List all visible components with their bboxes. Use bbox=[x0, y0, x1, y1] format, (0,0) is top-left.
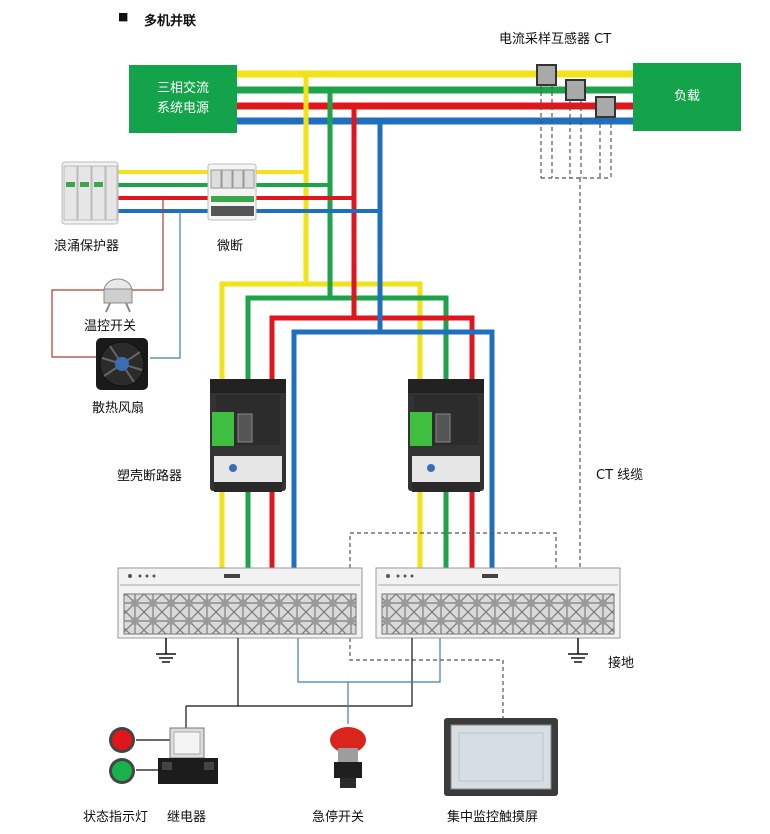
surge-protector-label: 浪涌保护器 bbox=[54, 239, 120, 254]
indicator-label: 状态指示灯 bbox=[83, 810, 149, 825]
thermostat-switch bbox=[103, 278, 133, 313]
ground-symbol-2 bbox=[568, 638, 588, 663]
power-unit-1 bbox=[117, 567, 363, 639]
estop-label: 急停开关 bbox=[312, 810, 365, 825]
mccb-outputs bbox=[219, 492, 475, 568]
comm-links bbox=[349, 532, 557, 718]
mcb-label: 微断 bbox=[217, 239, 244, 254]
ct-sensors bbox=[536, 64, 616, 568]
relay-label: 继电器 bbox=[167, 810, 207, 825]
load-box bbox=[633, 63, 741, 131]
power-source-line2: 系统电源 bbox=[156, 101, 209, 116]
mccb-2 bbox=[408, 379, 484, 492]
emergency-stop bbox=[330, 727, 366, 788]
estop-wiring bbox=[297, 638, 441, 724]
page-title: 多机并联 bbox=[144, 14, 197, 29]
fan-control-wiring bbox=[51, 198, 181, 359]
thermostat-label: 温控开关 bbox=[84, 319, 137, 334]
ct-sensor-2 bbox=[565, 79, 586, 101]
relay bbox=[158, 727, 218, 784]
ct-sensor-1 bbox=[536, 64, 557, 86]
power-source-line1: 三相交流 bbox=[156, 81, 209, 96]
ct-cable-label: CT 线缆 bbox=[596, 468, 644, 483]
ct-sensor-3 bbox=[595, 96, 616, 118]
mccb-1 bbox=[210, 379, 286, 492]
hmi-touchscreen bbox=[444, 718, 558, 796]
indicator-lamp-red bbox=[109, 727, 135, 753]
ground-label: 接地 bbox=[608, 656, 635, 671]
bus-drops bbox=[219, 74, 495, 568]
ct-label: 电流采样互感器 CT bbox=[499, 32, 612, 47]
indicator-lamp-green bbox=[109, 758, 135, 784]
mccb-label: 塑壳断路器 bbox=[117, 469, 183, 484]
fan-label: 散热风扇 bbox=[92, 401, 145, 416]
power-unit-2 bbox=[375, 567, 621, 639]
power-source-label: 三相交流 系统电源 bbox=[129, 79, 237, 119]
hmi-label: 集中监控触摸屏 bbox=[447, 810, 539, 825]
surge-protector bbox=[61, 161, 119, 225]
mcb-breaker bbox=[207, 163, 257, 221]
power-source-box bbox=[129, 65, 237, 133]
load-label: 负载 bbox=[673, 89, 700, 104]
cooling-fan bbox=[96, 338, 148, 390]
ground-symbol-1 bbox=[156, 638, 176, 663]
header-bullet: ■ bbox=[118, 10, 129, 23]
